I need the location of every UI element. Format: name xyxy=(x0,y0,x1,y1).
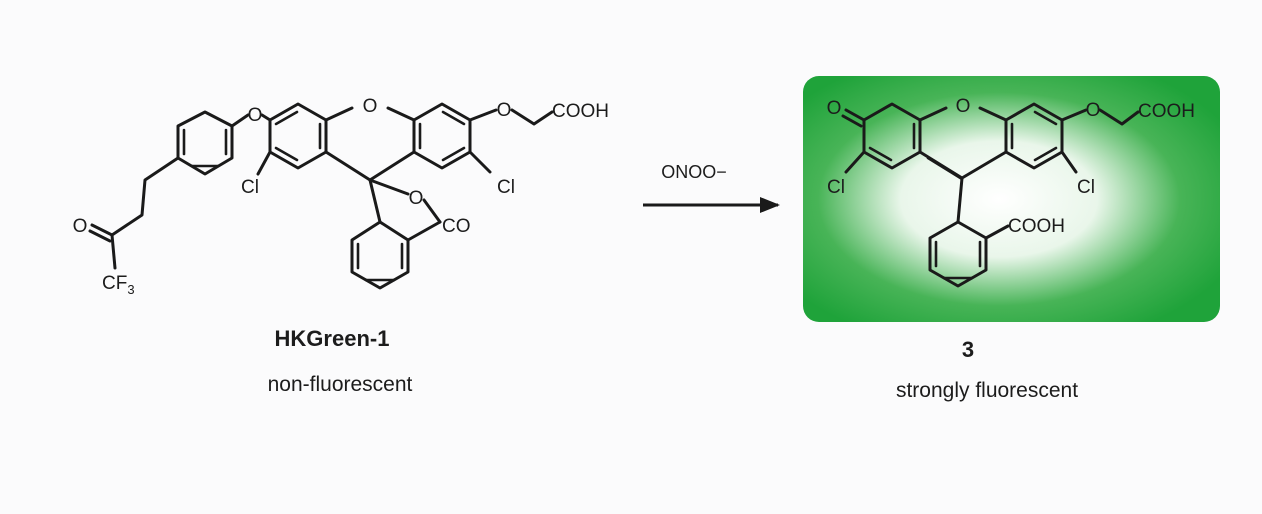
left-compound-name: HKGreen-1 xyxy=(275,326,390,351)
label-o-ketone: O xyxy=(73,216,88,237)
xanthene-ring-a xyxy=(268,102,328,170)
label-cooh: COOH xyxy=(552,101,609,122)
alkyl-chain xyxy=(110,156,180,237)
label-o-ring: O xyxy=(363,96,378,117)
label-cl-right: Cl xyxy=(497,177,515,198)
xanthene-ring-c xyxy=(412,102,472,170)
label-o-ring: O xyxy=(956,96,971,117)
label-cf3: CF3 xyxy=(102,273,135,297)
compound3-structure: O O O COOH Cl Cl COOH xyxy=(827,96,1195,288)
label-o-lactone: O xyxy=(409,188,424,209)
fluorescence-highlight-box xyxy=(803,76,1220,322)
label-cooh-bottom: COOH xyxy=(1008,216,1065,237)
label-cl-left: Cl xyxy=(241,177,259,198)
pyran-ring xyxy=(324,106,354,122)
label-cl-left: Cl xyxy=(827,177,845,198)
left-compound-description: non-fluorescent xyxy=(268,373,413,396)
label-cooh-top: COOH xyxy=(1138,101,1195,122)
label-cl-right: Cl xyxy=(1077,177,1095,198)
right-compound-name: 3 xyxy=(962,337,974,362)
reagent-label: ONOO− xyxy=(661,162,727,182)
benzo-ring xyxy=(350,220,410,290)
label-o-side: O xyxy=(1086,100,1101,121)
label-o-keto: O xyxy=(827,98,842,119)
phenyl-ring xyxy=(176,110,234,176)
right-compound-description: strongly fluorescent xyxy=(896,379,1078,402)
label-o-ether: O xyxy=(248,105,263,126)
label-co-lactone: CO xyxy=(442,216,471,237)
hkgreen1-structure: O O O COOH Cl Cl O CO O CF3 xyxy=(73,96,609,297)
label-o-side: O xyxy=(497,100,512,121)
